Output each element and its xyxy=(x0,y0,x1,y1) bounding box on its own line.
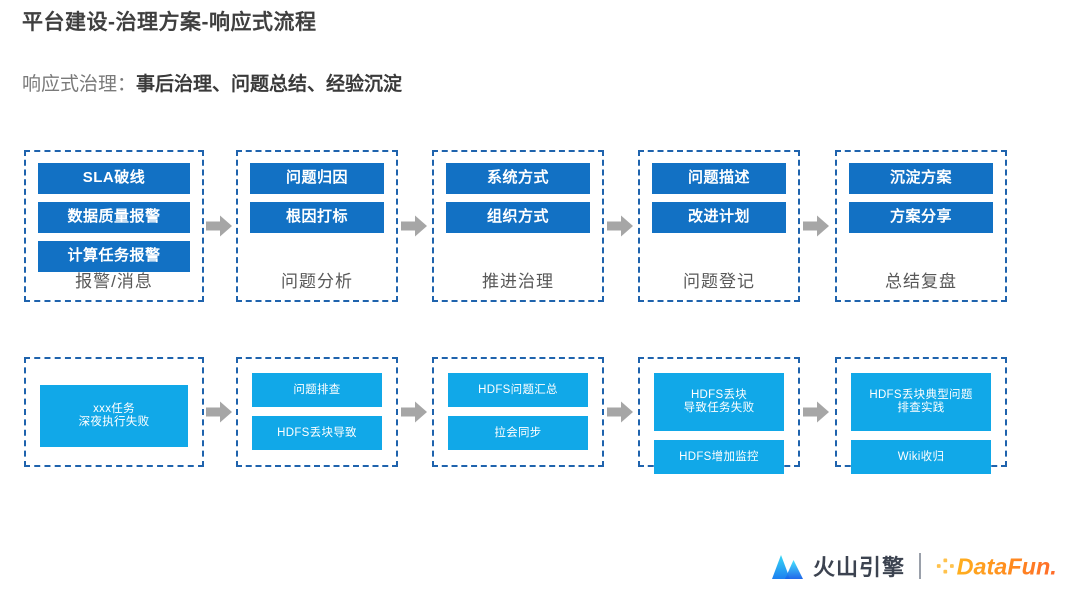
footer-branding: 火山引擎 DataFun. xyxy=(770,546,1076,586)
datafun-wordmark: DataFun. xyxy=(957,553,1057,579)
volcano-engine-text: 火山引擎 xyxy=(813,555,906,580)
stage-problem-registration[interactable]: 问题描述 改进计划 问题登记 xyxy=(638,150,800,302)
chip-hdfs-block-loss-task-failure[interactable]: HDFS丢块 导致任务失败 xyxy=(654,373,784,431)
example-stage-registration[interactable]: HDFS丢块 导致任务失败 HDFS增加监控 xyxy=(638,357,800,474)
flow-row-process: SLA破线 数据质量报警 计算任务报警 报警/消息 问题归因 根因打标 问题分析… xyxy=(0,150,1080,302)
subtitle-strong: 事后治理、问题总结、经验沉淀 xyxy=(136,74,403,95)
arrow-right-icon xyxy=(803,215,829,237)
arrow-right-icon xyxy=(401,215,427,237)
stage-chip-list: xxx任务 深夜执行失败 xyxy=(40,385,188,447)
chip-hdfs-typical-problem-practice[interactable]: HDFS丢块典型问题 排查实践 xyxy=(851,373,991,431)
stage-chip-list: HDFS丢块典型问题 排查实践 Wiki收归 xyxy=(851,373,991,474)
stage-chip-list: 问题描述 改进计划 xyxy=(652,163,786,233)
stage-chip-list: HDFS问题汇总 拉会同步 xyxy=(448,373,588,450)
stage-summary-review[interactable]: 沉淀方案 方案分享 总结复盘 xyxy=(835,150,1007,302)
chip-solution-sharing[interactable]: 方案分享 xyxy=(849,202,993,233)
arrow-right-icon xyxy=(607,401,633,423)
brand-divider xyxy=(919,553,922,579)
stage-label-alert-message: 报警/消息 xyxy=(75,272,153,291)
chip-hdfs-block-loss-cause[interactable]: HDFS丢块导致 xyxy=(252,416,382,450)
stage-chip-list: 问题排查 HDFS丢块导致 xyxy=(252,373,382,450)
chip-organization-approach[interactable]: 组织方式 xyxy=(446,202,590,233)
arrow-right-icon xyxy=(206,401,232,423)
stage-label-advance-governance: 推进治理 xyxy=(482,272,554,291)
chip-system-approach[interactable]: 系统方式 xyxy=(446,163,590,194)
chip-meeting-sync[interactable]: 拉会同步 xyxy=(448,416,588,450)
chip-root-cause-tagging[interactable]: 根因打标 xyxy=(250,202,384,233)
stage-problem-analysis[interactable]: 问题归因 根因打标 问题分析 xyxy=(236,150,398,302)
chip-data-quality-alert[interactable]: 数据质量报警 xyxy=(38,202,190,233)
arrow-right-icon xyxy=(803,401,829,423)
arrow-right-icon xyxy=(206,215,232,237)
stage-label-problem-registration: 问题登记 xyxy=(683,272,755,291)
chip-compute-task-alert[interactable]: 计算任务报警 xyxy=(38,241,190,272)
chip-hdfs-problem-summary[interactable]: HDFS问题汇总 xyxy=(448,373,588,407)
stage-advance-governance[interactable]: 系统方式 组织方式 推进治理 xyxy=(432,150,604,302)
chip-task-night-failure[interactable]: xxx任务 深夜执行失败 xyxy=(40,385,188,447)
example-stage-governance[interactable]: HDFS问题汇总 拉会同步 xyxy=(432,357,604,467)
stage-chip-list: 沉淀方案 方案分享 xyxy=(849,163,993,233)
example-stage-analysis[interactable]: 问题排查 HDFS丢块导致 xyxy=(236,357,398,467)
stage-chip-list: SLA破线 数据质量报警 计算任务报警 xyxy=(38,163,190,272)
stage-alert-message[interactable]: SLA破线 数据质量报警 计算任务报警 报警/消息 xyxy=(24,150,204,302)
flow-row-example: xxx任务 深夜执行失败 问题排查 HDFS丢块导致 HDFS问题汇总 拉会同步… xyxy=(0,357,1080,474)
example-stage-review[interactable]: HDFS丢块典型问题 排查实践 Wiki收归 xyxy=(835,357,1007,474)
datafun-logo: DataFun. xyxy=(936,553,1057,579)
chip-improvement-plan[interactable]: 改进计划 xyxy=(652,202,786,233)
arrow-right-icon xyxy=(401,401,427,423)
subtitle-lead: 响应式治理： xyxy=(22,74,137,95)
stage-chip-list: 问题归因 根因打标 xyxy=(250,163,384,233)
chip-wiki-consolidation[interactable]: Wiki收归 xyxy=(851,440,991,474)
chip-solution-precipitation[interactable]: 沉淀方案 xyxy=(849,163,993,194)
chip-problem-attribution[interactable]: 问题归因 xyxy=(250,163,384,194)
chip-problem-investigation[interactable]: 问题排查 xyxy=(252,373,382,407)
page-title: 平台建设-治理方案-响应式流程 xyxy=(22,11,317,34)
chip-problem-description[interactable]: 问题描述 xyxy=(652,163,786,194)
volcano-engine-logo: 火山引擎 xyxy=(770,550,905,582)
chip-sla-breach[interactable]: SLA破线 xyxy=(38,163,190,194)
stage-label-summary-review: 总结复盘 xyxy=(885,272,957,291)
chip-hdfs-add-monitoring[interactable]: HDFS增加监控 xyxy=(654,440,784,474)
page-subtitle: 响应式治理：事后治理、问题总结、经验沉淀 xyxy=(22,75,402,94)
arrow-right-icon xyxy=(607,215,633,237)
stage-chip-list: 系统方式 组织方式 xyxy=(446,163,590,233)
stage-chip-list: HDFS丢块 导致任务失败 HDFS增加监控 xyxy=(654,373,784,474)
example-stage-alert[interactable]: xxx任务 深夜执行失败 xyxy=(24,357,204,467)
stage-label-problem-analysis: 问题分析 xyxy=(281,272,353,291)
volcano-mountain-icon xyxy=(772,555,803,579)
